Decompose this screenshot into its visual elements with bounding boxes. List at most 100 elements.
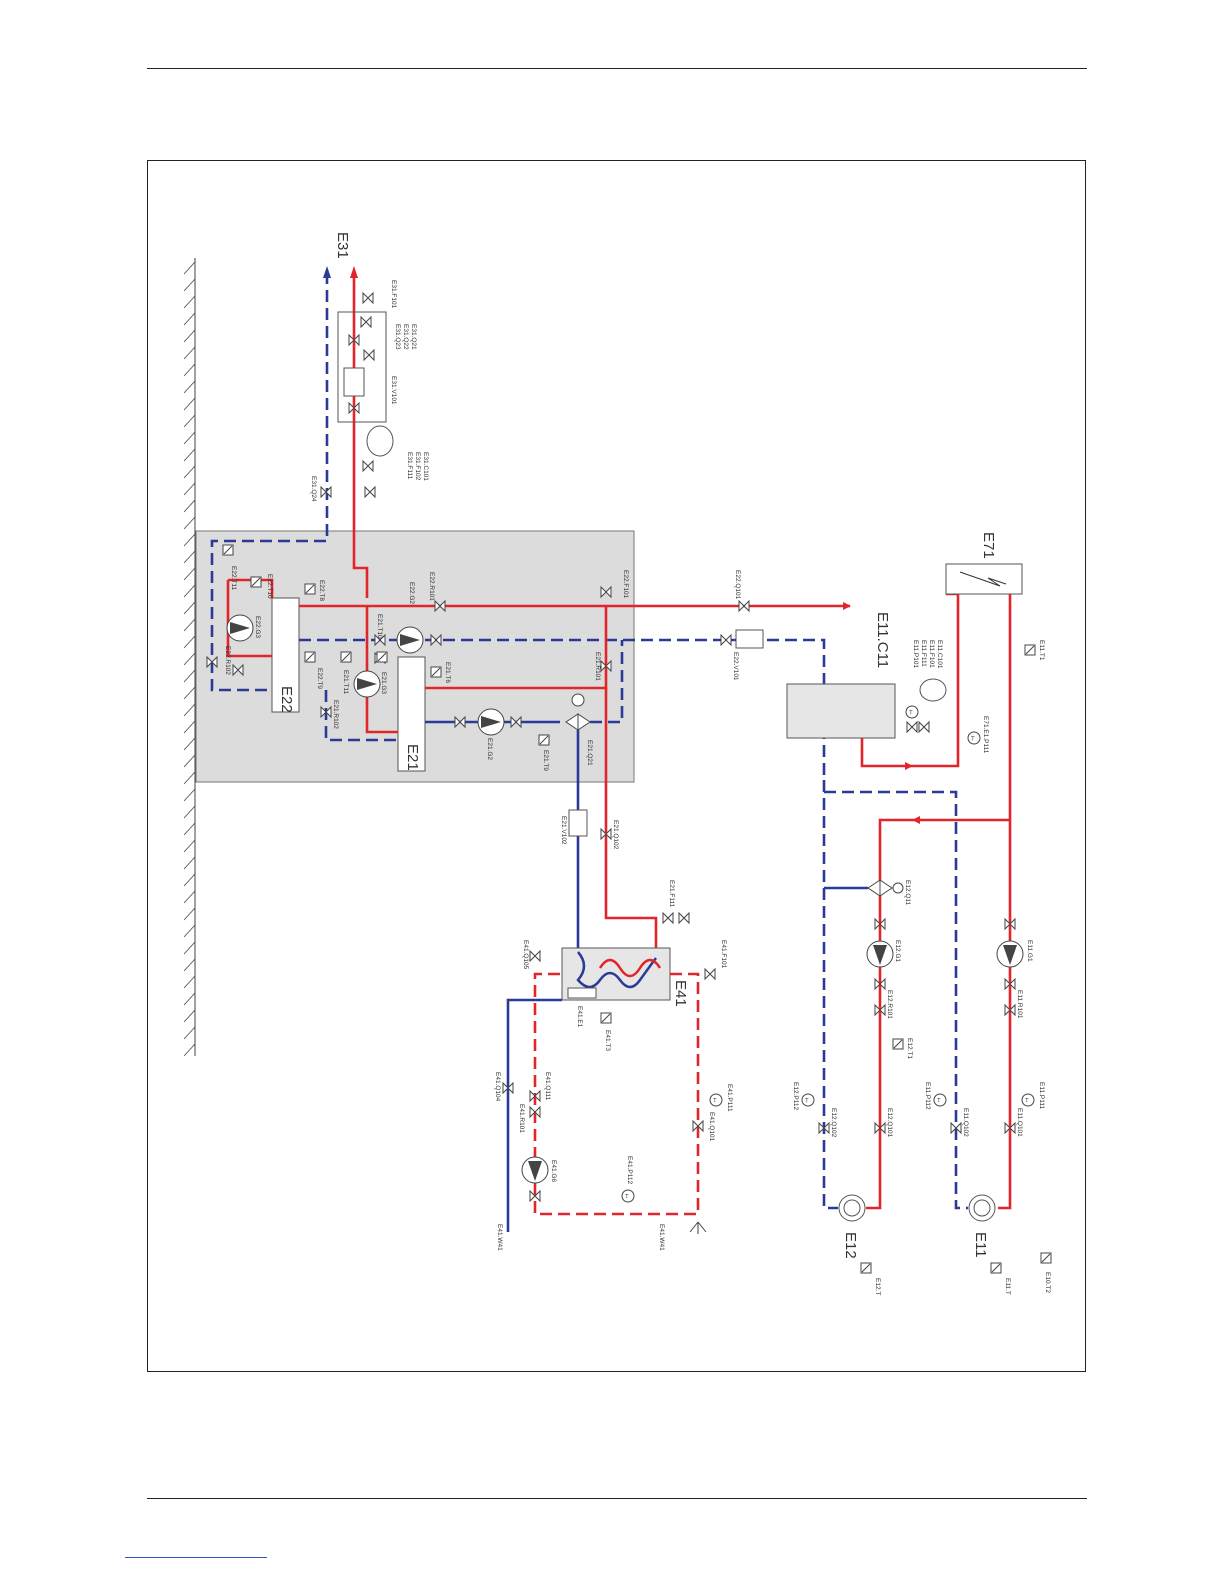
- label: E41.T3: [604, 1030, 611, 1051]
- hatch-mark: [183, 635, 196, 649]
- hatch-mark: [183, 414, 196, 428]
- hatch-mark: [183, 584, 196, 598]
- label: E11.P101: [912, 640, 919, 668]
- hatch-mark: [183, 890, 196, 904]
- label: E21.T6: [444, 662, 451, 683]
- label: E21.T9: [542, 750, 549, 771]
- label: E11.C101: [936, 640, 943, 669]
- footer-rule: [147, 1498, 1087, 1499]
- hatch-mark: [183, 771, 196, 785]
- e31-station-box: [337, 311, 387, 423]
- label: E12.T1: [906, 1038, 913, 1059]
- label: E21.T11: [342, 670, 349, 694]
- hatch-mark: [183, 924, 196, 938]
- label: E31.Q23: [394, 324, 401, 350]
- label: E31.F101: [390, 280, 397, 309]
- label: E11.P112: [924, 1082, 931, 1110]
- label: E22.G2: [408, 582, 415, 604]
- hatch-mark: [183, 550, 196, 564]
- hatch-mark: [183, 380, 196, 394]
- tank-e21: [397, 656, 426, 772]
- e31-supply-line: [352, 272, 369, 598]
- label: E41.W41: [496, 1224, 503, 1251]
- diagram-frame: [147, 160, 1086, 1372]
- hatch-mark: [183, 975, 196, 989]
- label: E21.G3: [380, 672, 387, 694]
- hatch-mark: [183, 839, 196, 853]
- hatch-mark: [183, 278, 196, 292]
- label: E11.Q101: [1016, 1108, 1023, 1137]
- hatch-mark: [183, 822, 196, 836]
- hatch-mark: [183, 397, 196, 411]
- label: E41.G6: [550, 1160, 557, 1182]
- label: E12.T: [874, 1278, 881, 1295]
- label-e31: E31: [334, 232, 351, 259]
- label: E22.Q101: [734, 570, 741, 600]
- label: E41.Q101: [708, 1112, 715, 1142]
- label: E11.F111: [920, 640, 927, 667]
- label: E31.F102: [414, 452, 421, 481]
- label: E41.P112: [626, 1156, 633, 1184]
- hatch-mark: [183, 567, 196, 581]
- hatch-mark: [183, 907, 196, 921]
- hatch-mark: [183, 499, 196, 513]
- label: E12.G1: [894, 940, 901, 962]
- label: E71.E1.P111: [982, 716, 989, 754]
- label: E21.R102: [332, 700, 339, 729]
- hatch-mark: [183, 686, 196, 700]
- label: E11.Q102: [962, 1108, 969, 1137]
- label: E11.F101: [928, 640, 935, 668]
- label: E21.Q21: [586, 740, 593, 766]
- label: E31.Q22: [402, 324, 409, 350]
- label: E31.F111: [406, 452, 413, 480]
- hatch-mark: [183, 533, 196, 547]
- label: E21.V102: [560, 816, 567, 845]
- label: E41.E1: [576, 1006, 583, 1028]
- hatch-mark: [183, 652, 196, 666]
- label: E41.Q104: [494, 1072, 501, 1102]
- label: E11.G1: [1026, 940, 1033, 962]
- hatch-mark: [183, 363, 196, 377]
- hatch-mark: [183, 805, 196, 819]
- hatch-mark: [183, 261, 196, 275]
- label: E41.R101: [518, 1104, 525, 1133]
- hatch-mark: [183, 941, 196, 955]
- e31-return-line: [210, 272, 329, 692]
- hatch-mark: [183, 465, 196, 479]
- hatch-mark: [183, 703, 196, 717]
- label: E41.W41: [658, 1224, 665, 1251]
- label: E21.F111: [668, 880, 675, 908]
- e11-c11-boiler: [786, 683, 896, 739]
- label: E31.Q21: [410, 324, 417, 350]
- label-e22: E22: [278, 686, 295, 713]
- label: E22.F101: [622, 570, 629, 599]
- label: E22.R101: [428, 572, 435, 601]
- label: E21.T10: [376, 614, 383, 639]
- hatch-mark: [183, 737, 196, 751]
- label: E12.R101: [886, 990, 893, 1019]
- hatch-mark: [183, 346, 196, 360]
- label: E11.T1: [1038, 640, 1045, 661]
- label: E21.G2: [486, 738, 493, 760]
- label: E22.T8: [318, 580, 325, 601]
- hatch-mark: [183, 516, 196, 530]
- label: E22.V101: [732, 652, 739, 681]
- hatch-mark: [183, 618, 196, 632]
- e31-expansion-vessel: [366, 425, 394, 457]
- label-e12: E12: [842, 1232, 859, 1259]
- hatch-mark: [183, 601, 196, 615]
- hatch-mark: [183, 669, 196, 683]
- hatch-mark: [183, 856, 196, 870]
- e12-supply: [866, 818, 1010, 1210]
- label: E11.R101: [1016, 990, 1023, 1019]
- label: E12.Q11: [904, 880, 911, 906]
- hatch-mark: [183, 312, 196, 326]
- label: E11.P111: [1038, 1082, 1045, 1109]
- label: E31.C101: [422, 452, 429, 481]
- hatch-mark: [183, 788, 196, 802]
- label: E10.T2: [1044, 1272, 1051, 1293]
- footer-link[interactable]: [125, 1557, 267, 1558]
- label: E21.R101: [594, 652, 601, 681]
- label: E12.Q101: [886, 1108, 893, 1138]
